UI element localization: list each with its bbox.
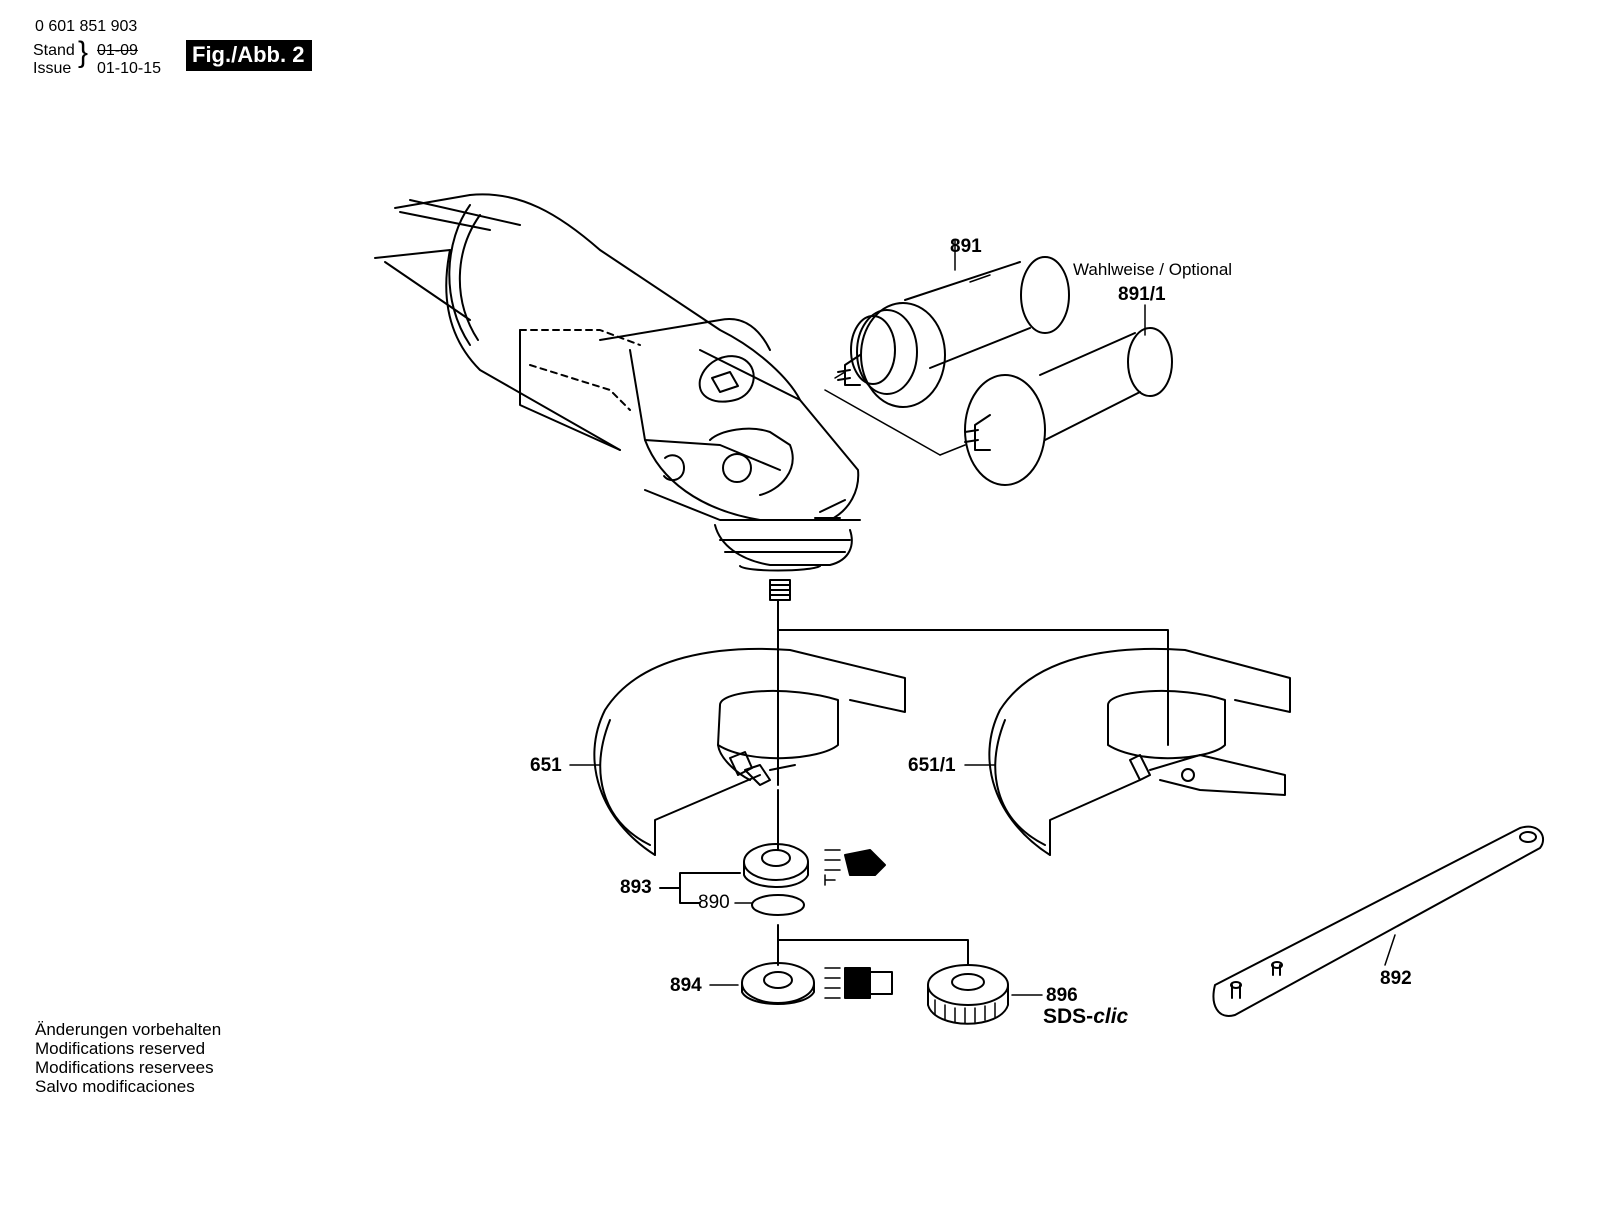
brace-icon: }: [78, 36, 89, 69]
callout-891-1: 891/1: [1118, 284, 1166, 305]
nut-symbol-icon: [825, 968, 892, 998]
issue-label: Issue: [33, 60, 72, 77]
figure-label: Fig./Abb. 2: [186, 40, 313, 71]
quick-clamp-nut-896: [928, 965, 1042, 1024]
side-handle-891-1: [965, 305, 1172, 485]
callout-891: 891: [950, 236, 982, 257]
two-pin-spanner-892: [1214, 827, 1544, 1016]
callout-651-1: 651/1: [908, 755, 956, 776]
callout-893: 893: [620, 877, 652, 898]
wheel-guard-651: [570, 649, 905, 855]
callout-890: 890: [698, 892, 730, 913]
sds-clic-brand: SDS-clic: [1043, 1005, 1128, 1029]
part-number: 0 601 851 903: [35, 18, 138, 35]
clamping-nut-894: [710, 963, 814, 1004]
issue-date: 01-10-15: [97, 60, 162, 77]
footer-line: Änderungen vorbehalten: [35, 1020, 222, 1039]
optional-note: Wahlweise / Optional: [1073, 260, 1233, 279]
sds-brand-suffix: clic: [1093, 1005, 1129, 1028]
stand-label: Stand: [33, 42, 75, 59]
footer-line: Modifications reservees: [35, 1058, 214, 1077]
callout-896: 896: [1046, 985, 1078, 1006]
footer-notes: Änderungen vorbehalten Modifications res…: [35, 1020, 221, 1096]
footer-line: Modifications reserved: [35, 1039, 206, 1058]
callout-894: 894: [670, 975, 702, 996]
angle-grinder-body: [375, 194, 860, 600]
callout-651: 651: [530, 755, 562, 776]
stand-date-struck: 01-09: [97, 42, 138, 59]
wheel-guard-651-1: [965, 649, 1290, 855]
footer-line: Salvo modificaciones: [35, 1077, 195, 1096]
mounting-flange-893: [660, 844, 808, 915]
tightening-symbol-icon: [825, 850, 885, 885]
callout-892: 892: [1380, 968, 1412, 989]
side-handle-891: [838, 240, 1069, 407]
sds-brand-prefix: SDS-: [1043, 1005, 1094, 1028]
